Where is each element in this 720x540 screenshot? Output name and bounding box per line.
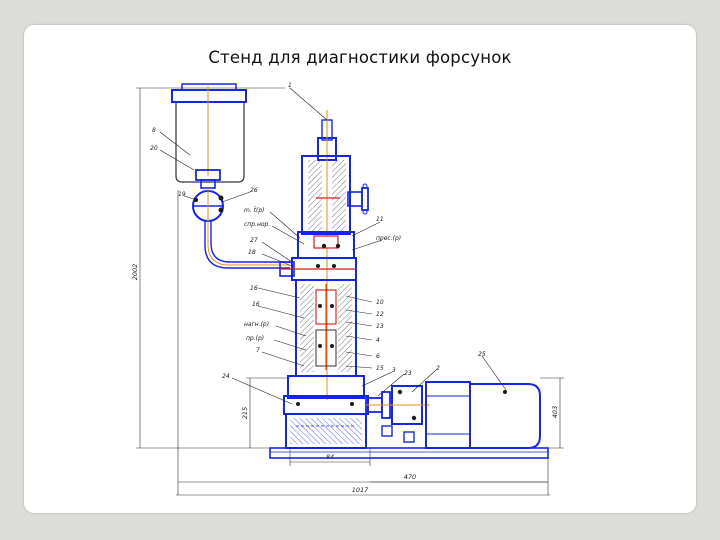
- callout-spr: спр.нор.: [244, 221, 270, 228]
- callout-right-5: 15: [376, 365, 384, 372]
- dim-height-total: 2002: [131, 264, 139, 281]
- callout-20: 20: [150, 145, 158, 152]
- base-plate: [269, 447, 549, 459]
- callout-right-4: 6: [376, 353, 380, 360]
- dimension-lines: [136, 87, 564, 496]
- callout-19: 19: [178, 191, 186, 198]
- callout-pres: прес.(p): [376, 235, 401, 242]
- page-title: Стенд для диагностики форсунок: [208, 48, 512, 67]
- dimension-values: 2002 215 84 470 1017 403: [131, 264, 559, 494]
- callout-11: 11: [376, 216, 384, 223]
- callout-left2: 16: [252, 301, 260, 308]
- callout-26: 26: [250, 187, 258, 194]
- callout-27: 27: [250, 237, 258, 244]
- callout-8: 8: [152, 127, 156, 134]
- dim-width-total: 1017: [352, 486, 369, 494]
- callout-temp: m. t̃(p): [244, 207, 265, 214]
- callout-right-0: 10: [376, 299, 384, 306]
- callout-2: 2: [436, 365, 440, 372]
- callout-left1: 16: [250, 285, 258, 292]
- callout-24: 24: [222, 373, 230, 380]
- callout-right-2: 13: [376, 323, 384, 330]
- callout-left3: 7: [256, 347, 260, 354]
- callout-18: 18: [248, 249, 256, 256]
- leader-lines: [159, 87, 507, 405]
- callout-diag2: пр.(р): [246, 335, 264, 342]
- callout-25: 25: [478, 351, 486, 358]
- dim-width-mid: 470: [404, 473, 416, 481]
- main-column: [279, 110, 369, 449]
- callout-right-3: 4: [376, 337, 380, 344]
- callout-1: 1: [288, 82, 292, 89]
- callout-diag1: нагн.(p): [244, 321, 269, 328]
- callout-23: 23: [404, 370, 412, 377]
- callout-right-1: 12: [376, 311, 384, 318]
- drive-unit: [365, 381, 541, 449]
- callout-3: 3: [392, 367, 396, 374]
- dim-width-tank: 84: [326, 453, 334, 461]
- dim-height-base: 215: [241, 407, 249, 419]
- fuel-reservoir: [171, 83, 290, 269]
- callout-labels: 1 8 20 19 26 m. t̃(p) спр.нор. 27 18 11 …: [150, 82, 486, 380]
- dim-height-motor: 403: [551, 406, 559, 418]
